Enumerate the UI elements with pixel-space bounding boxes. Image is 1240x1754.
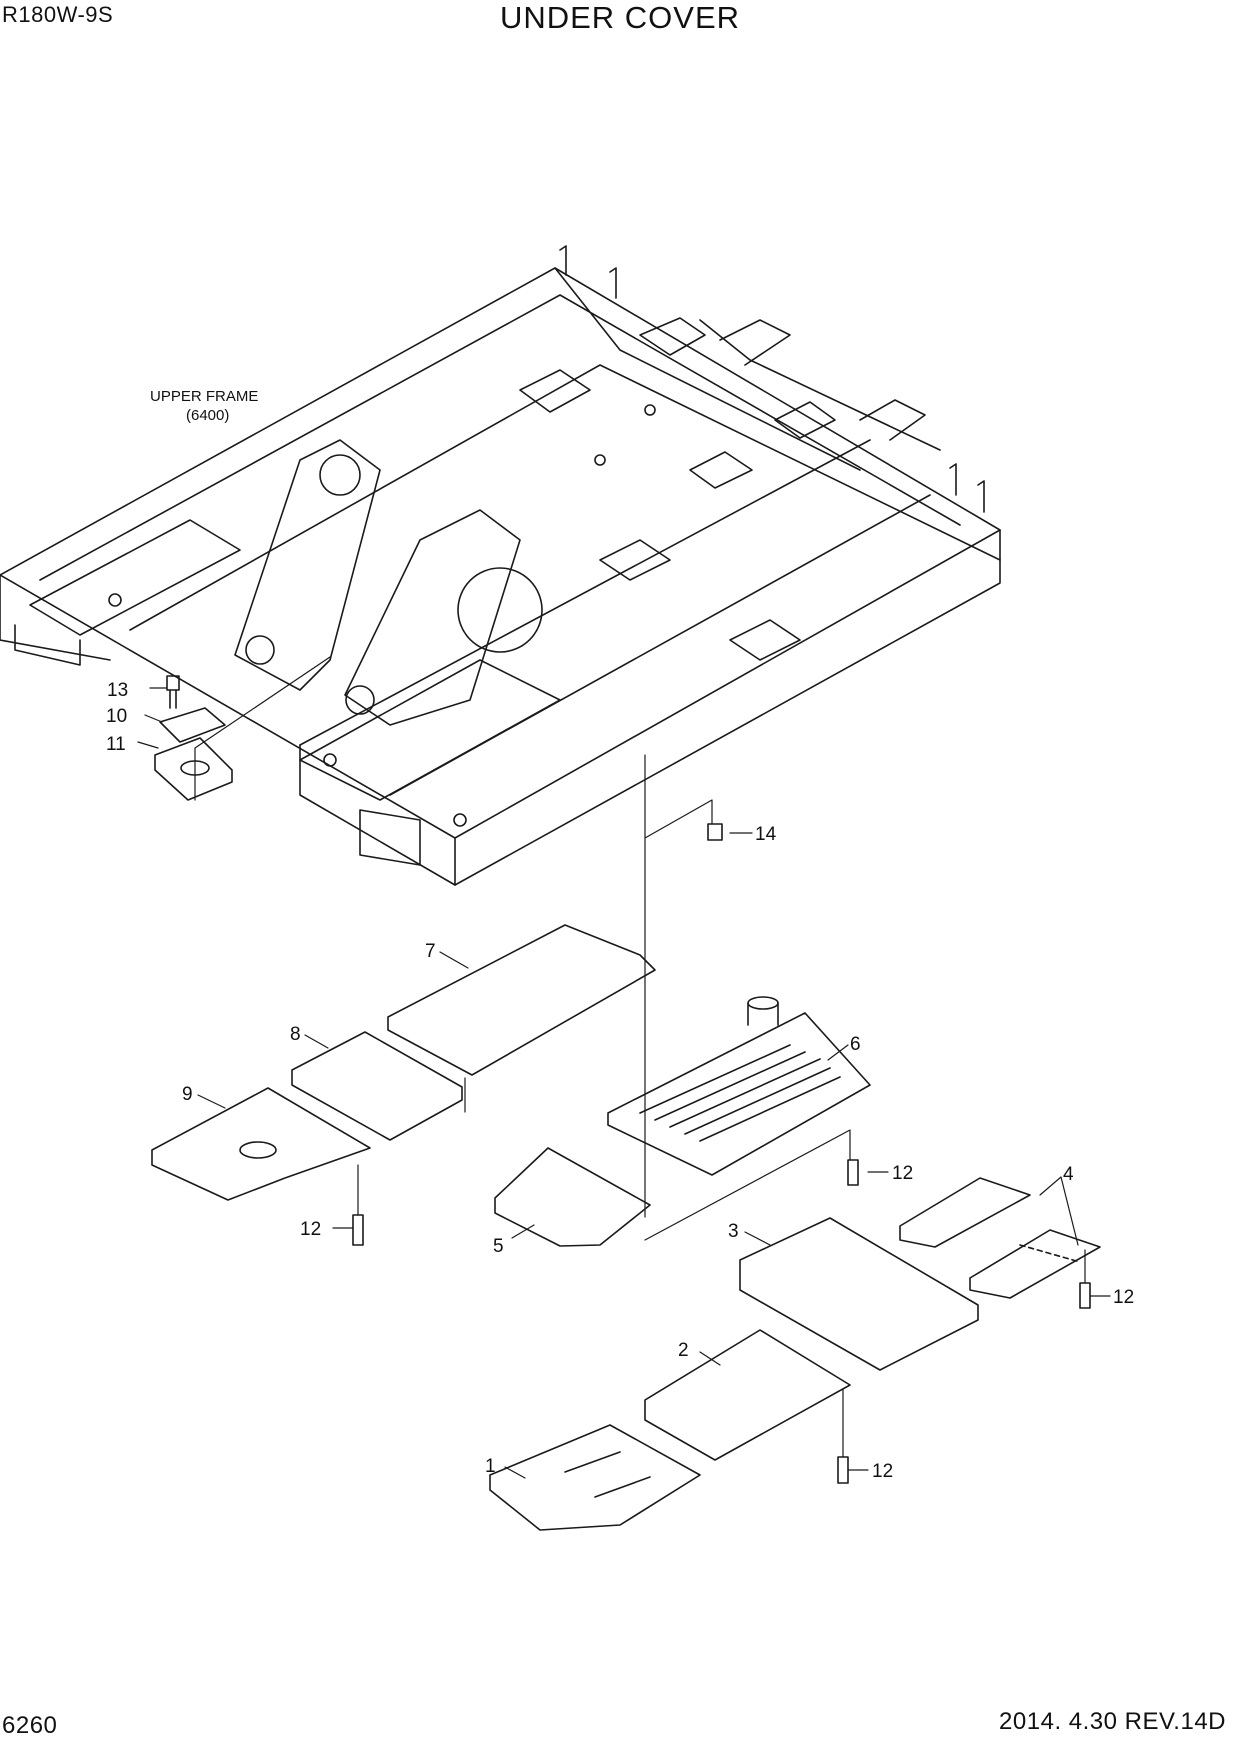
bolt-12-c xyxy=(1079,1282,1091,1309)
bolt-12-d xyxy=(837,1456,849,1484)
callout-12-c: 12 xyxy=(1113,1287,1134,1308)
bolt-13 xyxy=(166,675,180,709)
callout-6: 6 xyxy=(850,1034,861,1055)
page-title: UNDER COVER xyxy=(499,0,741,35)
callout-1: 1 xyxy=(485,1456,496,1477)
cover-plate-9 xyxy=(151,1087,371,1201)
revision-date: 2014. 4.30 REV.14D xyxy=(999,1708,1226,1735)
callout-3: 3 xyxy=(728,1221,739,1242)
upper-frame-label: UPPER FRAME xyxy=(150,388,258,405)
upper-frame-ref: (6400) xyxy=(186,407,229,424)
plate-11 xyxy=(154,737,233,801)
cover-plate-3 xyxy=(739,1217,979,1371)
cover-plate-4 xyxy=(899,1177,1101,1299)
cover-plate-8 xyxy=(291,1031,463,1141)
model-number: R180W-9S xyxy=(2,2,114,27)
callout-8: 8 xyxy=(290,1024,301,1045)
nut-14 xyxy=(707,823,723,841)
callout-12-b: 12 xyxy=(892,1163,913,1184)
washer-10 xyxy=(159,707,226,743)
bolt-12-b xyxy=(847,1159,859,1186)
callout-12-a: 12 xyxy=(300,1219,321,1240)
callout-4: 4 xyxy=(1063,1164,1074,1185)
callout-9: 9 xyxy=(182,1084,193,1105)
cover-plate-1 xyxy=(489,1424,701,1531)
cover-plate-2 xyxy=(644,1329,851,1461)
callout-12-d: 12 xyxy=(872,1461,893,1482)
callout-11: 11 xyxy=(106,734,126,755)
callout-13: 13 xyxy=(107,680,128,701)
cover-plate-5 xyxy=(494,1147,651,1247)
assembly-lines xyxy=(194,656,1086,1458)
cover-plate-6 xyxy=(607,996,871,1176)
leader-lines xyxy=(137,687,1111,1479)
callout-10: 10 xyxy=(106,706,127,727)
page-number: 6260 xyxy=(2,1712,58,1739)
cover-plate-7 xyxy=(387,924,656,1076)
upper-frame xyxy=(0,245,1001,886)
callout-5: 5 xyxy=(493,1236,504,1257)
callout-2: 2 xyxy=(678,1340,689,1361)
callout-14: 14 xyxy=(755,824,777,845)
bolt-12-a xyxy=(352,1214,364,1246)
callout-7: 7 xyxy=(425,941,436,962)
